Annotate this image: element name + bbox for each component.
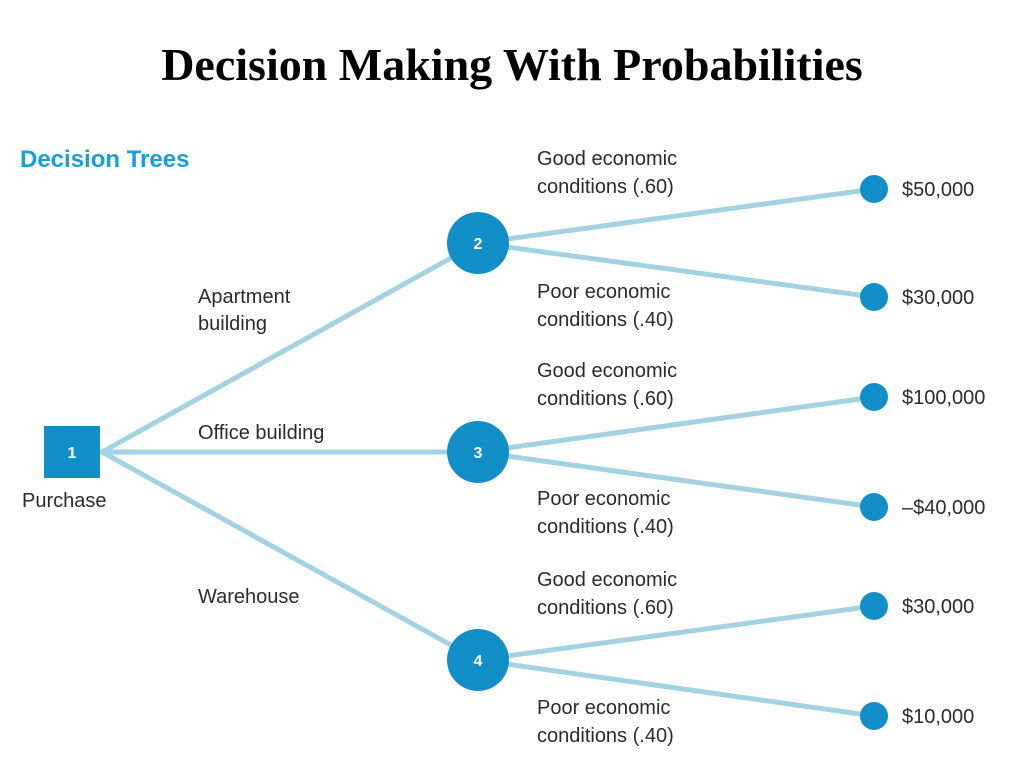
condition-label: conditions (.40) <box>537 725 674 747</box>
payoff-value: $30,000 <box>902 596 974 618</box>
outcome-branch-1-1 <box>475 186 877 246</box>
decision-node <box>44 426 100 478</box>
alternative-label: Apartment <box>198 286 291 308</box>
condition-label: Poor economic <box>537 281 670 303</box>
payoff-value: $100,000 <box>902 387 985 409</box>
payoff-node <box>860 592 888 620</box>
alternative-label: Warehouse <box>198 586 300 608</box>
payoff-node <box>860 493 888 521</box>
decision-node-number: 1 <box>68 445 77 462</box>
outcome-branch-2-1 <box>475 394 877 455</box>
outcome-branch-1-2 <box>475 240 877 300</box>
condition-label: conditions (.40) <box>537 516 674 538</box>
chance-node-2 <box>447 212 509 274</box>
chance-node-number: 2 <box>474 236 483 253</box>
alternative-label: building <box>198 313 267 335</box>
payoff-value: $30,000 <box>902 287 974 309</box>
condition-label: conditions (.40) <box>537 309 674 331</box>
decision-node-label: Purchase <box>22 490 107 512</box>
outcome-branch-3-2 <box>475 657 877 719</box>
chance-node-3 <box>447 421 509 483</box>
payoff-value: $50,000 <box>902 179 974 201</box>
page-title: Decision Making With Probabilities <box>161 39 863 90</box>
payoff-node <box>860 383 888 411</box>
chance-node-4 <box>447 629 509 691</box>
condition-label: conditions (.60) <box>537 597 674 619</box>
payoff-node <box>860 283 888 311</box>
payoff-node <box>860 175 888 203</box>
payoff-value: $10,000 <box>902 706 974 728</box>
condition-label: Poor economic <box>537 488 670 510</box>
chance-node-number: 3 <box>474 445 483 462</box>
payoff-node <box>860 702 888 730</box>
decision-branch-1 <box>99 240 481 455</box>
outcome-branch-2-2 <box>475 449 877 510</box>
condition-label: conditions (.60) <box>537 176 674 198</box>
condition-label: Good economic <box>537 148 677 170</box>
condition-label: Poor economic <box>537 697 670 719</box>
decision-branch-3 <box>99 449 481 663</box>
outcome-branch-3-1 <box>475 603 877 663</box>
payoff-value: –$40,000 <box>902 497 985 519</box>
alternative-label: Office building <box>198 422 324 444</box>
condition-label: Good economic <box>537 569 677 591</box>
chance-node-number: 4 <box>474 653 483 670</box>
condition-label: Good economic <box>537 360 677 382</box>
condition-label: conditions (.60) <box>537 388 674 410</box>
section-subtitle: Decision Trees <box>20 146 190 173</box>
